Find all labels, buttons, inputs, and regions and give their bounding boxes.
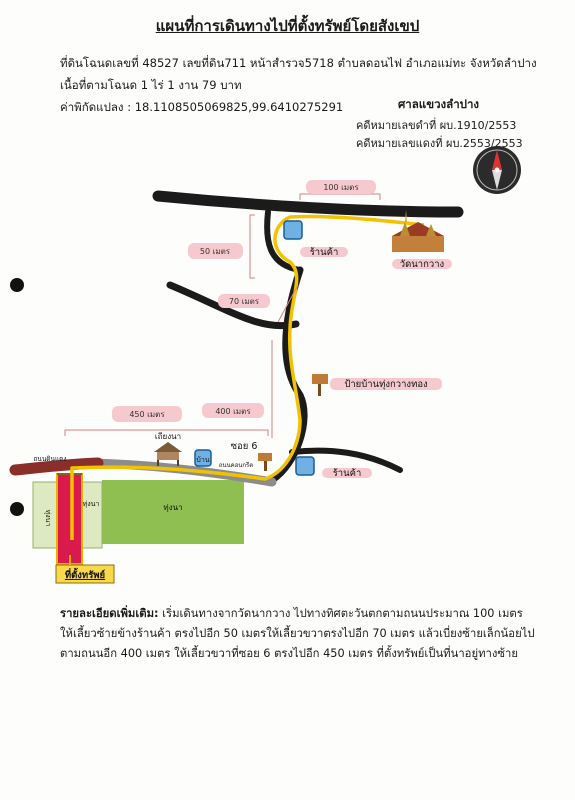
village-sign-label: ป้ายบ้านทุ่งกวางทอง (344, 379, 427, 390)
soi-sign-icon (258, 453, 272, 471)
rice-field-left (32, 481, 60, 549)
rice-field-mid (79, 481, 103, 549)
road-soi-6-east (289, 447, 403, 473)
field-left-label: ทุ่งนา (44, 510, 52, 527)
field-mid-label: ทุ่งนา (83, 500, 100, 508)
dirt-road-label: ถนนดินแดง (33, 455, 66, 463)
court-name: ศาลแขวงลำปาง (398, 97, 480, 111)
field-right-label: ทุ่งนา (163, 503, 182, 512)
house-icon (194, 449, 212, 467)
dirt-road (9, 457, 104, 476)
page-title: แผนที่การเดินทางไปที่ตั้งทรัพย์โดยสังเขป (155, 17, 420, 35)
shop-top-label: ร้านค้า (310, 247, 339, 258)
compass-icon (473, 146, 521, 194)
concrete-road-label: ถนนคอนกรีต (219, 461, 253, 469)
rice-field-right (102, 480, 244, 544)
distance-50m-label: 50 เมตร (200, 247, 231, 256)
case-red-number: คดีหมายเลขแดงที่ ผบ.2553/2553 (356, 137, 523, 150)
case-black-number: คดีหมายเลขดำที่ ผบ.1910/2553 (356, 119, 517, 132)
house-label: บ้าน (196, 456, 209, 464)
soi-6-label: ซอย 6 (231, 441, 258, 452)
distance-100m-label: 100 เมตร (323, 183, 359, 192)
property-label-box (55, 564, 115, 584)
distance-450m-label: 450 เมตร (129, 410, 165, 419)
area-info: เนื้อที่ตามโฉนด 1 ไร่ 1 งาน 79 บาท (60, 78, 242, 92)
coordinates: ค่าพิกัดแปลง : 18.1108505069825,99.64102… (60, 100, 344, 114)
shop-icon-top (283, 220, 303, 240)
main-road (152, 190, 464, 218)
shop-bottom-label: ร้านค้า (333, 468, 362, 479)
description-block: รายละเอียดเพิ่มเติม: เริ่มเดินทางจากวัดน… (60, 604, 538, 664)
road-segment-400m (268, 266, 308, 484)
temple-label: วัดนากวาง (400, 259, 444, 270)
property-label: ที่ตั้งทรัพย์ (65, 567, 105, 581)
hut-label: เถียงนา (155, 432, 181, 441)
distance-400m-label: 400 เมตร (215, 407, 251, 416)
punch-hole-top (10, 278, 24, 292)
description-text: เริ่มเดินทางจากวัดนากวาง ไปทางทิศตะวันตก… (60, 607, 535, 660)
deed-info: ที่ดินโฉนดเลขที่ 48527 เลขที่ดิน711 หน้า… (60, 56, 537, 70)
temple-icon (392, 210, 444, 252)
punch-hole-bottom (10, 502, 24, 516)
hut-icon (154, 442, 182, 466)
village-sign-icon (312, 374, 328, 396)
road-segment-50m (264, 209, 303, 273)
distance-70m-label: 70 เมตร (229, 297, 260, 306)
description-label: รายละเอียดเพิ่มเติม: (60, 607, 159, 620)
travel-route (70, 214, 425, 540)
shop-icon-bottom (295, 456, 315, 476)
property-plot (56, 473, 83, 565)
